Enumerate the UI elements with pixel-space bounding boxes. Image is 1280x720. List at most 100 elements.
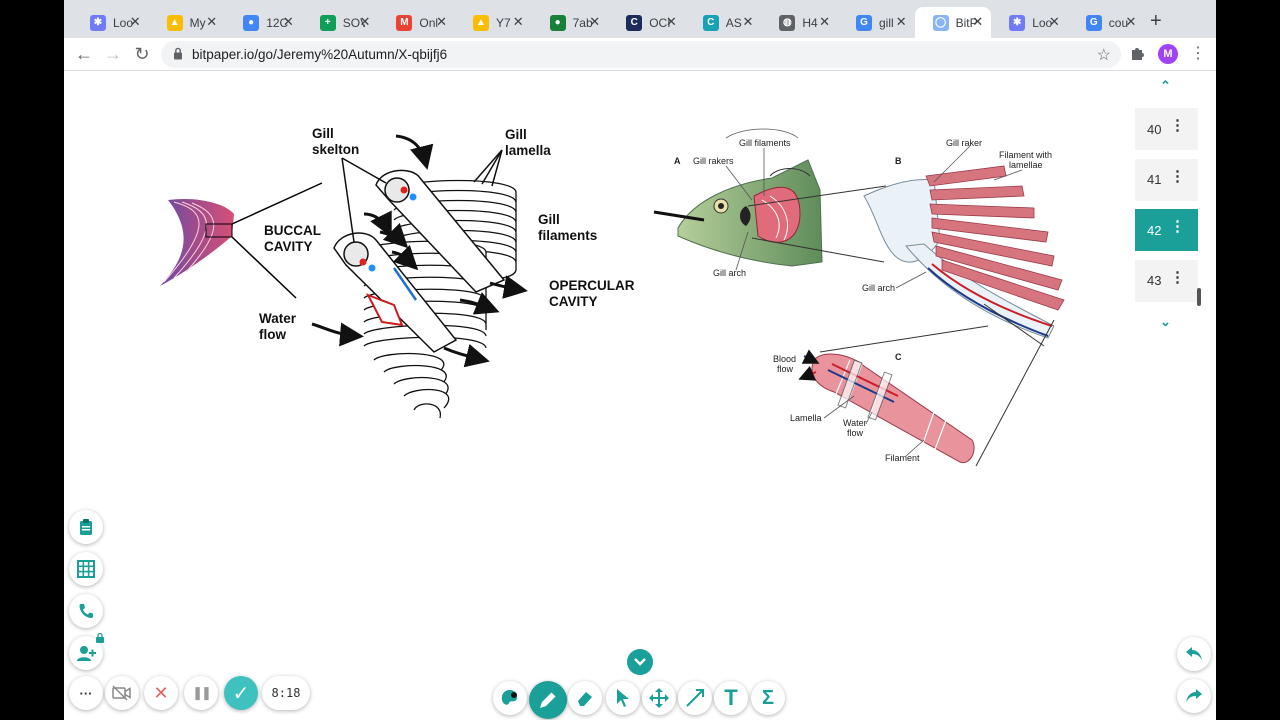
reload-button[interactable]: ↻ <box>134 43 150 64</box>
address-bar[interactable]: bitpaper.io/go/Jeremy%20Autumn/X-qbijfj6… <box>161 41 1121 68</box>
page-thumbnail[interactable]: 42 ⋮ <box>1135 209 1198 251</box>
browser-tab[interactable]: ▲Y7✕ <box>455 7 532 38</box>
call-button[interactable] <box>69 594 103 628</box>
select-tool-button[interactable] <box>606 681 640 715</box>
tab-title: 12C <box>266 15 289 30</box>
drive-icon: ▲ <box>473 14 489 31</box>
browser-tab[interactable]: ✱Loo✕ <box>72 7 149 38</box>
classroom-icon: ● <box>549 14 566 31</box>
browser-tab[interactable]: ▲My✕ <box>149 7 226 38</box>
pen-tool-button[interactable] <box>529 681 567 719</box>
tab-title: Loo <box>1032 15 1053 30</box>
google-icon: G <box>1085 14 1102 31</box>
page-menu-icon[interactable]: ⋮ <box>1170 268 1185 286</box>
page-number: 42 <box>1147 222 1162 238</box>
close-tab-icon[interactable]: ✕ <box>895 14 907 29</box>
fish-gill-anatomy-diagram: A B C Gill filaments Gill rakers Gill ar… <box>653 128 1065 467</box>
close-tab-icon[interactable]: ✕ <box>972 14 984 29</box>
page-thumbnail[interactable]: 40⋮ <box>1135 108 1198 150</box>
profile-avatar[interactable]: M <box>1158 44 1178 64</box>
close-tab-icon[interactable]: ✕ <box>436 14 447 29</box>
redo-button[interactable] <box>1177 679 1211 713</box>
tab-title: gill <box>879 15 894 30</box>
confirm-button[interactable]: ✓ <box>224 676 258 710</box>
bookmark-star-icon[interactable]: ☆ <box>1096 47 1111 64</box>
close-tab-icon[interactable]: ✕ <box>742 14 754 29</box>
close-tab-icon[interactable]: ✕ <box>819 14 830 29</box>
gill-arch-drawing <box>160 182 323 299</box>
close-tab-icon[interactable]: ✕ <box>589 14 601 29</box>
back-button[interactable]: ← <box>75 43 93 64</box>
forward-button[interactable]: → <box>104 43 122 64</box>
browser-tab[interactable]: +SOV✕ <box>302 7 379 38</box>
tab-title: OCI <box>649 15 671 30</box>
gill-skeleton-bars <box>333 169 506 353</box>
recording-timer: 8:18 <box>262 676 310 710</box>
label-opercular-cavity: OPERCULAR CAVITY <box>549 278 638 309</box>
close-tab-icon[interactable]: ✕ <box>282 14 294 29</box>
page-thumbnail[interactable]: 41⋮ <box>1135 158 1198 201</box>
whiteboard-canvas[interactable]: Gill skelton Gill lamella Gill filaments… <box>64 72 1216 720</box>
cancel-button[interactable]: ✕ <box>144 676 178 710</box>
clipboard-button[interactable] <box>69 510 103 544</box>
label-blood-flow: Blood flow <box>773 354 799 374</box>
page-menu-icon[interactable]: ⋮ <box>1170 117 1185 134</box>
page-menu-icon[interactable]: ⋮ <box>1170 167 1185 185</box>
more-options-button[interactable]: ··· <box>69 676 103 710</box>
browser-tab[interactable]: ● 7ab✕ <box>532 7 609 38</box>
clipboard-icon <box>80 519 92 535</box>
move-tool-button[interactable] <box>642 681 676 715</box>
pause-button[interactable]: ❚❚ <box>184 676 218 710</box>
browser-tab[interactable]: C OCI✕ <box>608 7 685 38</box>
video-button[interactable] <box>105 676 139 710</box>
formula-tool-button[interactable]: Σ <box>751 681 785 715</box>
close-tab-icon[interactable]: ✕ <box>1125 14 1137 29</box>
page-panel-scrollbar[interactable] <box>1197 288 1201 306</box>
browser-tab[interactable]: ✱Loo✕ <box>991 7 1068 38</box>
gmail-icon: M <box>396 14 413 31</box>
tab-title: SOV <box>342 15 365 30</box>
tab-title: 7ab <box>572 15 593 30</box>
close-tab-icon[interactable]: ✕ <box>359 14 371 29</box>
page-thumbnail[interactable]: 43⋮ <box>1135 259 1198 302</box>
grid-button[interactable] <box>69 552 103 586</box>
redo-icon <box>1186 689 1202 702</box>
label-filament-with-lamellae: Filament with lamellae <box>999 150 1055 170</box>
close-tab-icon[interactable]: ✕ <box>665 14 677 29</box>
canvas-drawing: Gill skelton Gill lamella Gill filaments… <box>160 126 1065 467</box>
label-buccal-cavity: BUCCAL CAVITY <box>264 223 325 254</box>
classroom-icon: ● <box>243 14 260 31</box>
browser-tab[interactable]: ◯BitP✕ <box>914 7 992 38</box>
url-text[interactable]: bitpaper.io/go/Jeremy%20Autumn/X-qbijfj6 <box>192 47 448 62</box>
text-tool-button[interactable]: T <box>714 681 748 715</box>
browser-menu-icon[interactable]: ⋮ <box>1190 45 1206 62</box>
pages-down-chevron-icon[interactable]: ⌄ <box>1160 314 1171 329</box>
extensions-puzzle-icon[interactable] <box>1128 43 1148 63</box>
browser-tab[interactable]: ● 12C✕ <box>225 7 302 38</box>
chevron-down-icon <box>634 658 646 666</box>
bitpaper-icon: ◯ <box>932 14 949 31</box>
add-user-icon <box>77 646 96 661</box>
close-tab-icon[interactable]: ✕ <box>1048 14 1060 29</box>
eraser-tool-button[interactable] <box>568 681 602 715</box>
collapse-toolbar-button[interactable] <box>627 649 653 675</box>
close-tab-icon[interactable]: ✕ <box>206 14 218 29</box>
ocr-icon: C <box>626 14 643 31</box>
close-tab-icon[interactable]: ✕ <box>129 14 141 29</box>
color-palette-button[interactable] <box>493 681 527 715</box>
page-menu-icon[interactable]: ⋮ <box>1170 218 1185 235</box>
eraser-icon <box>578 692 592 706</box>
line-tool-button[interactable] <box>678 681 712 715</box>
browser-tab[interactable]: ◍H4✕ <box>761 7 838 38</box>
close-tab-icon[interactable]: ✕ <box>512 14 524 29</box>
undo-button[interactable] <box>1177 637 1211 671</box>
pages-up-chevron-icon[interactable]: ⌃ <box>1160 78 1171 93</box>
new-tab-button[interactable]: + <box>1150 10 1162 32</box>
label-gill-arch-a: Gill arch <box>713 268 746 278</box>
water-flow-arrows <box>311 134 528 368</box>
